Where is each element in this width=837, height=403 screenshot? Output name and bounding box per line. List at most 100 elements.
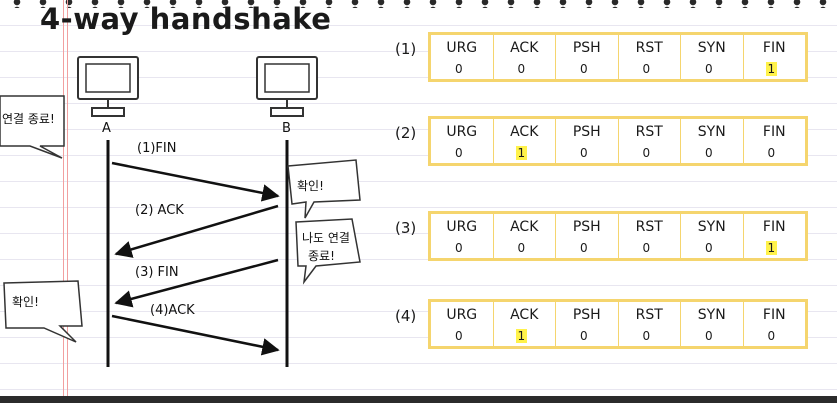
flag-cell-rst: RST 0 bbox=[619, 119, 681, 163]
flag-name: RST bbox=[635, 307, 663, 323]
flag-cell-syn: SYN 0 bbox=[681, 119, 744, 163]
flag-cell-fin: FIN 1 bbox=[744, 214, 806, 258]
bubble-b-close bbox=[295, 218, 361, 285]
flag-value: 1 bbox=[765, 241, 778, 255]
bubble-a-ack bbox=[3, 280, 83, 343]
flag-cell-rst: RST 0 bbox=[619, 35, 681, 79]
bubble-b-close-text-2: 종료! bbox=[308, 249, 335, 263]
flag-name: URG bbox=[446, 124, 478, 140]
flag-cell-psh: PSH 0 bbox=[556, 35, 619, 79]
table-number-2: (2) bbox=[395, 124, 417, 142]
bottom-band bbox=[0, 396, 837, 403]
bubble-b-close-text-1: 나도 연결 bbox=[302, 231, 350, 245]
flag-value: 0 bbox=[580, 62, 588, 76]
arrow-fin-3 bbox=[114, 258, 279, 308]
flag-name: URG bbox=[446, 40, 478, 56]
flag-name: URG bbox=[446, 307, 478, 323]
flag-cell-rst: RST 0 bbox=[619, 214, 681, 258]
flag-cell-psh: PSH 0 bbox=[556, 302, 619, 346]
host-a-label: A bbox=[102, 121, 111, 136]
table-number-1: (1) bbox=[395, 40, 417, 58]
flag-name: ACK bbox=[510, 219, 539, 235]
flag-value: 0 bbox=[455, 146, 463, 160]
flag-name: FIN bbox=[762, 124, 786, 140]
flag-cell-fin: FIN 0 bbox=[744, 119, 806, 163]
flag-name: FIN bbox=[762, 219, 786, 235]
flag-name: URG bbox=[446, 219, 478, 235]
flag-cell-urg: URG 0 bbox=[431, 35, 494, 79]
flag-name: FIN bbox=[762, 307, 786, 323]
margin-line bbox=[67, 0, 68, 403]
bubble-a-close-text: 연결 종료! bbox=[2, 112, 55, 126]
table-number-3: (3) bbox=[395, 219, 417, 237]
message-label-2: (2) ACK bbox=[135, 203, 184, 218]
flag-value: 0 bbox=[642, 329, 651, 343]
flag-name: SYN bbox=[697, 124, 726, 140]
flag-value: 0 bbox=[705, 62, 713, 76]
flag-value: 0 bbox=[517, 62, 526, 76]
flag-cell-ack: ACK 0 bbox=[494, 35, 556, 79]
flag-cell-ack: ACK 0 bbox=[494, 214, 556, 258]
flag-name: PSH bbox=[572, 40, 601, 56]
host-b-label: B bbox=[282, 121, 291, 136]
margin-line bbox=[63, 0, 64, 403]
flag-cell-ack: ACK 1 bbox=[494, 119, 556, 163]
flag-value: 0 bbox=[767, 329, 776, 343]
computer-b-icon bbox=[256, 56, 318, 117]
bubble-a-close bbox=[0, 95, 65, 159]
flag-name: SYN bbox=[697, 219, 726, 235]
arrow-ack-2 bbox=[114, 204, 279, 258]
message-label-4: (4)ACK bbox=[150, 303, 195, 318]
bubble-a-ack-text: 확인! bbox=[12, 295, 39, 309]
flag-name: RST bbox=[635, 124, 663, 140]
flag-value: 1 bbox=[515, 329, 528, 343]
flag-value: 0 bbox=[705, 329, 713, 343]
flag-value: 0 bbox=[642, 62, 651, 76]
page-title: 4-way handshake bbox=[40, 2, 332, 36]
flag-name: SYN bbox=[697, 40, 726, 56]
flag-value: 0 bbox=[455, 329, 463, 343]
flag-name: RST bbox=[635, 219, 663, 235]
message-label-1: (1)FIN bbox=[137, 141, 177, 156]
flag-cell-urg: URG 0 bbox=[431, 119, 494, 163]
flag-value: 0 bbox=[580, 329, 588, 343]
flag-cell-rst: RST 0 bbox=[619, 302, 681, 346]
bubble-b-ack-text: 확인! bbox=[297, 179, 324, 193]
flag-name: PSH bbox=[572, 307, 601, 323]
flag-cell-urg: URG 0 bbox=[431, 302, 494, 346]
flag-name: PSH bbox=[572, 219, 601, 235]
flag-value: 0 bbox=[580, 241, 588, 255]
flag-value: 1 bbox=[765, 62, 778, 76]
message-label-3: (3) FIN bbox=[135, 265, 179, 280]
flag-name: PSH bbox=[572, 124, 601, 140]
bubble-b-ack bbox=[287, 159, 361, 219]
flag-cell-psh: PSH 0 bbox=[556, 214, 619, 258]
flag-value: 1 bbox=[515, 146, 528, 160]
flag-value: 0 bbox=[767, 146, 776, 160]
flag-name: ACK bbox=[510, 40, 539, 56]
flag-cell-urg: URG 0 bbox=[431, 214, 494, 258]
flag-value: 0 bbox=[455, 62, 463, 76]
flag-name: ACK bbox=[510, 124, 539, 140]
flag-value: 0 bbox=[642, 146, 651, 160]
flag-cell-fin: FIN 0 bbox=[744, 302, 806, 346]
top-dot-border bbox=[0, 0, 837, 8]
table-number-4: (4) bbox=[395, 307, 417, 325]
flag-value: 0 bbox=[642, 241, 651, 255]
flag-value: 0 bbox=[517, 241, 526, 255]
flag-cell-syn: SYN 0 bbox=[681, 35, 744, 79]
flag-value: 0 bbox=[705, 146, 713, 160]
computer-a-icon bbox=[77, 56, 139, 117]
flag-value: 0 bbox=[455, 241, 463, 255]
flag-name: RST bbox=[635, 40, 663, 56]
